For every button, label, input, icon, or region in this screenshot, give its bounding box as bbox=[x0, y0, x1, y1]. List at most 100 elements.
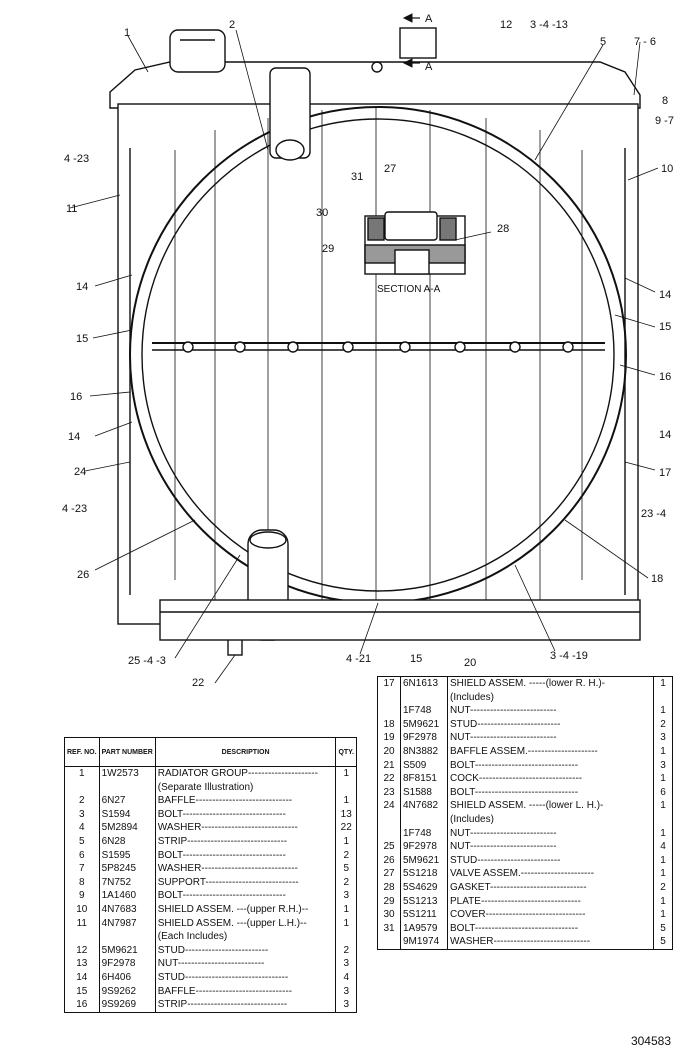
qty-cell: 3 bbox=[660, 759, 666, 771]
callout-16-right: 16 bbox=[659, 371, 671, 383]
part-number-cell: 5S4629 bbox=[400, 880, 448, 895]
qty-cell: 3 bbox=[343, 890, 349, 902]
ref-cell: 9 bbox=[64, 889, 100, 903]
description-cell: BOLT------------------------------- bbox=[447, 921, 654, 936]
qty-cell: 2 bbox=[343, 849, 349, 861]
section-a-a-label: SECTION A-A bbox=[377, 284, 441, 295]
part-number-cell: 6N27 bbox=[99, 794, 156, 808]
part-number-cell: 1W2573 bbox=[99, 766, 156, 781]
part-number-cell: 5M9621 bbox=[400, 717, 448, 732]
description-cell: BOLT------------------------------- bbox=[155, 848, 337, 863]
qty-cell: 2 bbox=[343, 944, 349, 956]
qty-cell: 1 bbox=[660, 773, 666, 785]
part-number-cell: 5M9621 bbox=[400, 853, 448, 868]
qty-cell: 1 bbox=[660, 868, 666, 880]
part-number-cell: S1588 bbox=[400, 785, 448, 800]
ref-cell bbox=[377, 704, 401, 718]
header-ref-no: REF. NO. bbox=[64, 737, 100, 767]
description-cell: NUT-------------------------- bbox=[447, 731, 654, 745]
callout-1: 1 bbox=[124, 27, 130, 39]
ref-cell: 3 bbox=[64, 807, 100, 822]
callout-5: 5 bbox=[600, 36, 606, 48]
ref-cell: 1 bbox=[64, 766, 100, 781]
description-cell: WASHER----------------------------- bbox=[447, 935, 654, 950]
qty-cell: 1 bbox=[660, 895, 666, 907]
table-row: (Separate Illustration) bbox=[64, 780, 357, 795]
qty-cell: 3 bbox=[343, 985, 349, 997]
callout-31: 31 bbox=[351, 171, 363, 183]
header-part-number: PART NUMBER bbox=[99, 737, 156, 767]
description-cell: BOLT------------------------------- bbox=[447, 785, 654, 800]
ref-cell: 24 bbox=[377, 799, 401, 813]
section-arrow-bottom-label: A bbox=[425, 61, 433, 73]
part-number-cell: 6N28 bbox=[99, 834, 156, 849]
part-number-cell: 4N7683 bbox=[99, 902, 156, 917]
callout-4-21: 4 -21 bbox=[346, 653, 371, 665]
callout-30: 30 bbox=[316, 207, 328, 219]
callout-9-7: 9 -7 bbox=[655, 115, 674, 127]
qty-cell: 22 bbox=[340, 822, 352, 834]
ref-cell: 26 bbox=[377, 853, 401, 868]
ref-cell: 8 bbox=[64, 875, 100, 890]
description-cell: WASHER----------------------------- bbox=[155, 862, 337, 876]
callout-3-4-13: 3 -4 -13 bbox=[530, 19, 568, 31]
callout-8: 8 bbox=[662, 95, 668, 107]
ref-cell: 30 bbox=[377, 908, 401, 922]
qty-cell: 2 bbox=[343, 876, 349, 888]
part-number-cell: 9S9262 bbox=[99, 984, 156, 999]
description-cell: BOLT------------------------------- bbox=[447, 758, 654, 773]
qty-cell: 1 bbox=[660, 745, 666, 757]
qty-cell: 1 bbox=[660, 827, 666, 839]
section-arrow-top-label: A bbox=[425, 13, 433, 25]
qty-cell: 1 bbox=[660, 800, 666, 812]
ref-cell: 17 bbox=[377, 676, 401, 691]
qty-cell: 2 bbox=[660, 718, 666, 730]
callout-20: 20 bbox=[464, 657, 476, 669]
qty-cell: 4 bbox=[660, 841, 666, 853]
part-number-cell bbox=[400, 690, 448, 705]
part-number-cell: S509 bbox=[400, 758, 448, 773]
ref-cell: 31 bbox=[377, 921, 401, 936]
description-cell: SHIELD ASSEM. -----(lower R. H.)- bbox=[447, 676, 654, 691]
ref-cell: 19 bbox=[377, 731, 401, 745]
part-number-cell: 9S9269 bbox=[99, 998, 156, 1013]
description-cell: SHIELD ASSEM. ---(upper R.H.)-- bbox=[155, 902, 337, 917]
qty-cell: 1 bbox=[343, 835, 349, 847]
callout-4-23-lower: 4 -23 bbox=[62, 503, 87, 515]
ref-cell: 16 bbox=[64, 998, 100, 1013]
description-cell: STRIP------------------------------ bbox=[155, 834, 337, 849]
description-cell: NUT-------------------------- bbox=[447, 826, 654, 841]
qty-cell: 4 bbox=[343, 971, 349, 983]
part-number-cell: 1F748 bbox=[400, 826, 448, 841]
callout-15-right: 15 bbox=[659, 321, 671, 333]
description-cell: (Includes) bbox=[447, 812, 654, 827]
part-number-cell: 1F748 bbox=[400, 704, 448, 718]
ref-cell: 11 bbox=[64, 916, 100, 931]
qty-cell: 5 bbox=[660, 936, 666, 948]
description-cell: NUT-------------------------- bbox=[447, 704, 654, 718]
ref-cell: 4 bbox=[64, 821, 100, 835]
qty-cell: 2 bbox=[660, 881, 666, 893]
callout-2: 2 bbox=[229, 19, 235, 31]
ref-cell: 7 bbox=[64, 862, 100, 876]
description-cell: COCK------------------------------- bbox=[447, 772, 654, 786]
qty-cell: 1 bbox=[343, 768, 349, 779]
description-cell: (Separate Illustration) bbox=[155, 780, 337, 795]
qty-cell: 3 bbox=[660, 732, 666, 744]
callout-28: 28 bbox=[497, 223, 509, 235]
